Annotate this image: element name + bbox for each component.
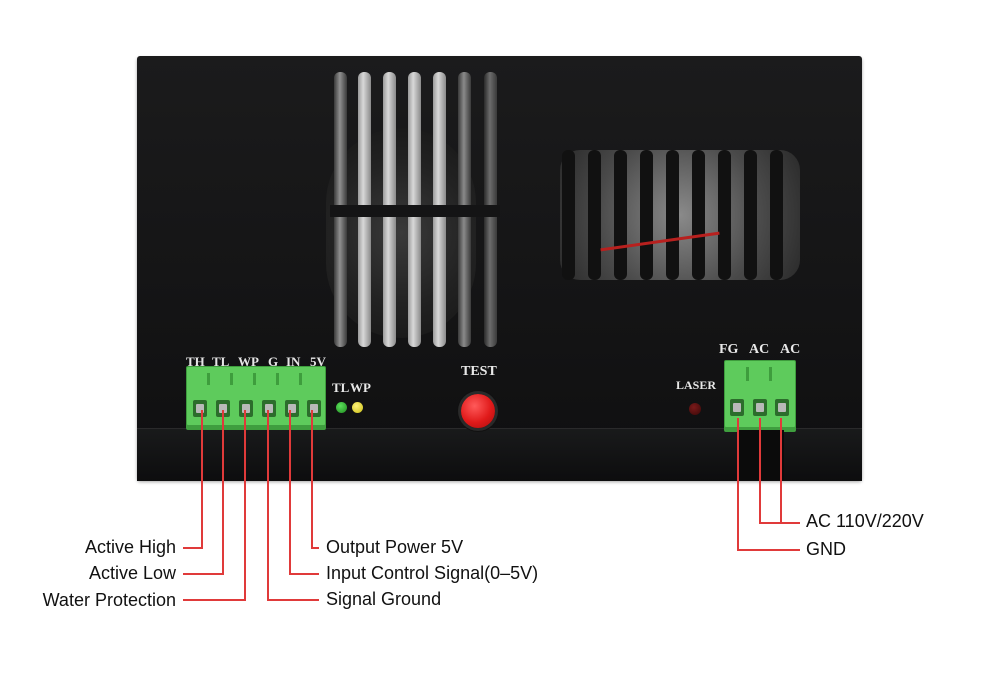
- callout-active-high: Active High: [84, 537, 176, 557]
- vent-slot: [562, 150, 575, 280]
- pin-label-wp: WP: [238, 354, 259, 369]
- leader-line: [289, 410, 291, 574]
- vent-slot: [666, 150, 679, 280]
- vent-slot: [770, 150, 783, 280]
- leader-line: [737, 418, 739, 550]
- pin-label-g: G: [268, 354, 279, 369]
- leader-line: [737, 549, 800, 551]
- power-terminal-block[interactable]: [724, 360, 796, 432]
- leader-line: [289, 573, 319, 575]
- leader-line: [183, 547, 203, 549]
- leader-line: [311, 410, 313, 548]
- vent-slot: [744, 150, 757, 280]
- leader-line: [780, 418, 782, 523]
- leader-line: [244, 410, 246, 600]
- test-button[interactable]: [461, 394, 495, 428]
- terminal-divider: [299, 373, 302, 385]
- leader-line: [267, 410, 269, 600]
- callout-gnd: GND: [806, 539, 846, 559]
- screw-th[interactable]: [193, 400, 207, 417]
- screw-ac2[interactable]: [775, 399, 789, 416]
- terminal-divider: [230, 373, 233, 385]
- leader-line: [267, 599, 319, 601]
- screw-fg[interactable]: [730, 399, 744, 416]
- led-laser: [689, 403, 701, 415]
- pin-label-tl: TL: [212, 354, 230, 369]
- callout-output-power: Output Power 5V: [326, 537, 464, 557]
- callout-active-low: Active Low: [88, 563, 176, 583]
- leader-line: [222, 410, 224, 574]
- led-wp: [352, 402, 363, 413]
- leader-line: [201, 410, 203, 548]
- laser-label: LASER: [676, 378, 717, 392]
- pin-label-in: IN: [286, 354, 301, 369]
- terminal-divider: [769, 367, 772, 381]
- callout-signal-ground: Signal Ground: [326, 589, 442, 609]
- pin-label-ac1: AC: [749, 342, 770, 357]
- vent-slot: [640, 150, 653, 280]
- indicator-label-wp: WP: [350, 380, 371, 395]
- terminal-recess: [738, 430, 784, 480]
- vent-slot: [692, 150, 705, 280]
- test-label: TEST: [461, 364, 497, 379]
- vent-slot: [718, 150, 731, 280]
- pin-label-th: TH: [186, 354, 205, 369]
- signal-terminal-block[interactable]: [186, 366, 326, 430]
- fan-housing: [326, 128, 476, 338]
- terminal-divider: [746, 367, 749, 381]
- screw-in[interactable]: [285, 400, 299, 417]
- pin-label-ac2: AC: [780, 342, 801, 357]
- screw-g[interactable]: [262, 400, 276, 417]
- screw-tl[interactable]: [216, 400, 230, 417]
- leader-line: [183, 573, 224, 575]
- screw-ac1[interactable]: [753, 399, 767, 416]
- terminal-divider: [253, 373, 256, 385]
- grille-crossbar: [330, 205, 500, 217]
- screw-wp[interactable]: [239, 400, 253, 417]
- leader-line: [311, 547, 319, 549]
- vent-slot: [588, 150, 601, 280]
- leader-line: [183, 599, 246, 601]
- leader-line: [759, 418, 761, 523]
- screw-5v[interactable]: [307, 400, 321, 417]
- callout-input-control: Input Control Signal(0–5V): [326, 563, 539, 583]
- callout-ac-input: AC 110V/220V: [806, 511, 924, 531]
- callout-water-protection: Water Protection: [42, 590, 176, 610]
- led-tl: [336, 402, 347, 413]
- indicator-label-tl: TL: [332, 380, 350, 395]
- terminal-divider: [207, 373, 210, 385]
- vent-slot: [614, 150, 627, 280]
- terminal-divider: [276, 373, 279, 385]
- pin-label-fg: FG: [719, 342, 739, 357]
- pin-label-5v: 5V: [310, 354, 326, 369]
- leader-line: [759, 522, 800, 524]
